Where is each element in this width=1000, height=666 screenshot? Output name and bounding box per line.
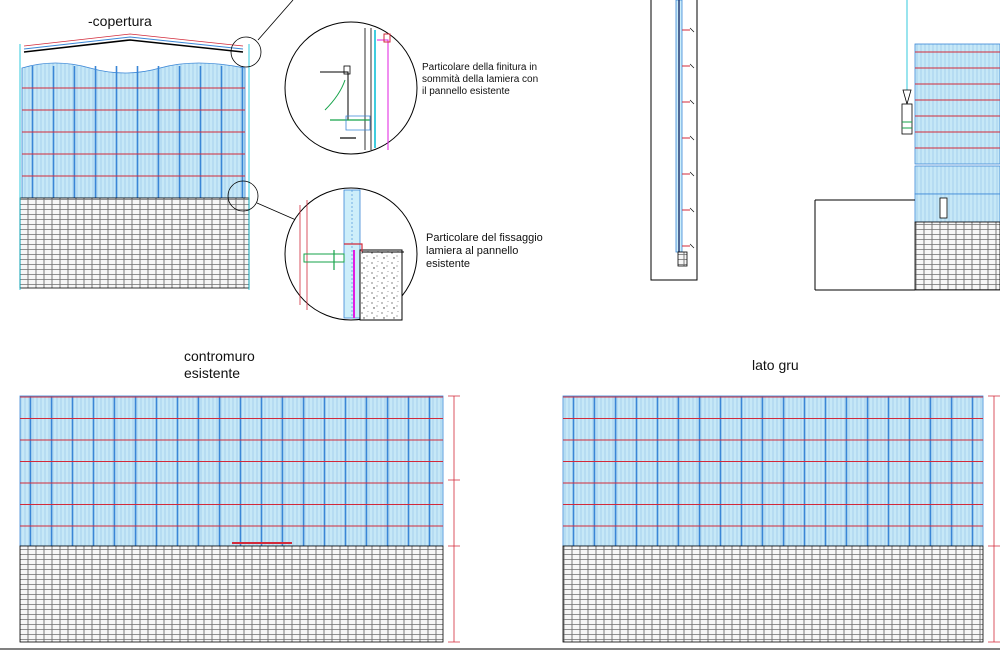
vertical-section [650, 0, 698, 281]
elevation-contromuro [0, 395, 1000, 650]
label-copertura: -copertura [88, 13, 152, 29]
cladding-rails [22, 87, 245, 177]
label-detail-fissaggio: Particolare del fissaggio lamiera al pan… [426, 232, 543, 270]
label-contromuro: contromuro esistente [184, 348, 255, 381]
label-detail-sommita: Particolare della finitura in sommità de… [422, 62, 539, 97]
detail-fissaggio [284, 187, 418, 321]
elevation-lato-gru [562, 395, 1000, 643]
elevation-copertura [19, 33, 262, 290]
elevation-top-right [814, 0, 1000, 291]
detail-sommita [284, 21, 418, 155]
label-lato-gru: lato gru [752, 357, 799, 373]
